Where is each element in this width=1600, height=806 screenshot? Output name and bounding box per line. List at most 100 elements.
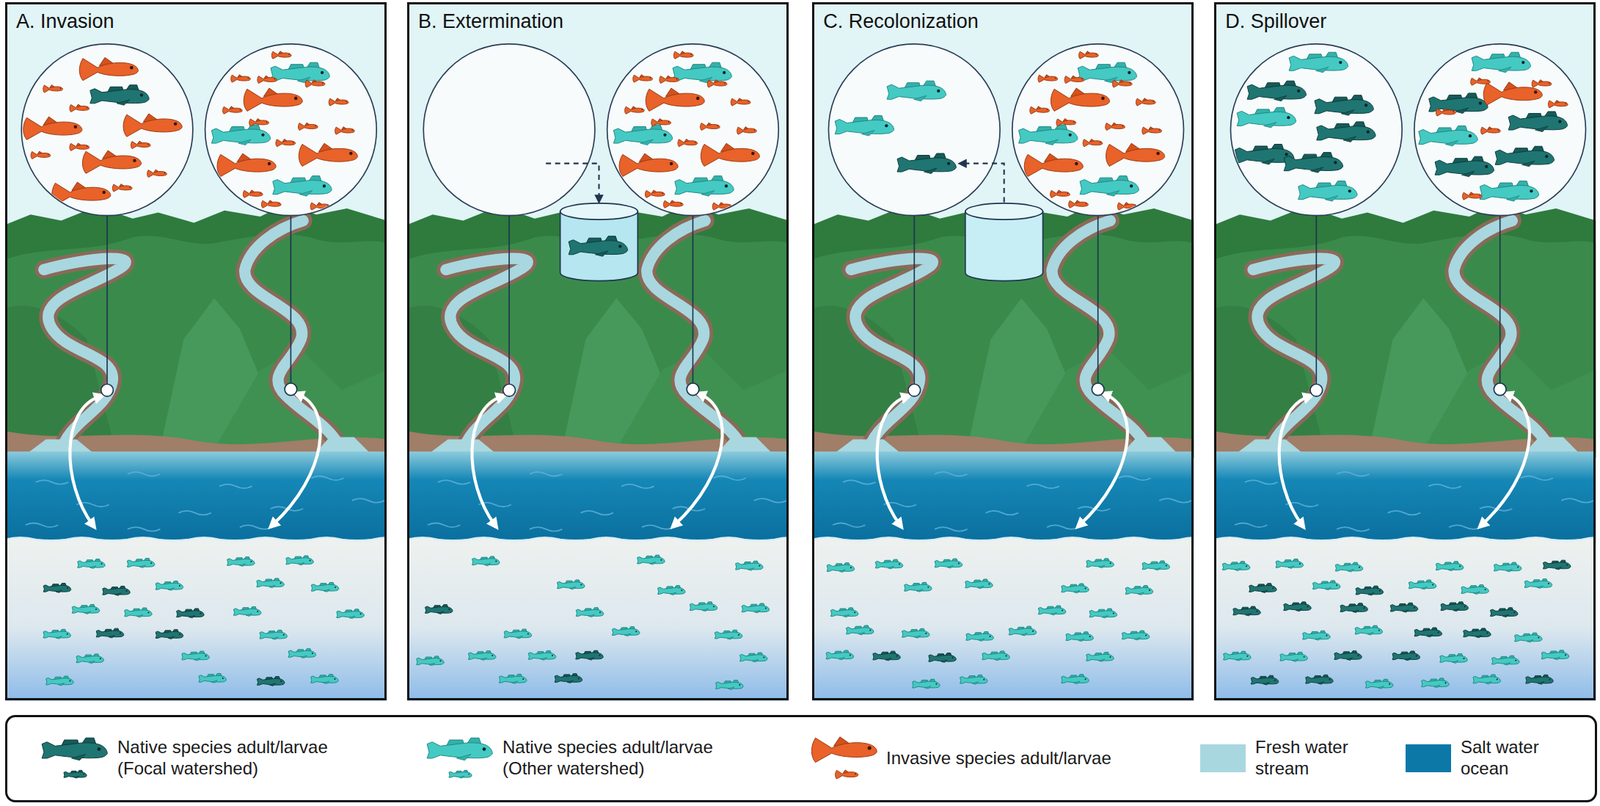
fish-eye <box>250 560 252 562</box>
migration-arrow <box>877 396 908 525</box>
fish-body <box>1077 66 1137 81</box>
fish <box>1541 649 1570 660</box>
fish-eye <box>1085 677 1087 680</box>
fish-eye <box>660 559 662 561</box>
fish-fin <box>1352 609 1359 613</box>
fish <box>498 673 527 683</box>
legend-box: Native species adult/larvae (Focal water… <box>5 714 1598 803</box>
fish <box>830 607 859 617</box>
fish-body <box>425 605 454 613</box>
fish <box>902 627 931 638</box>
fish-fin <box>1245 612 1252 616</box>
fish <box>335 126 356 135</box>
ocean <box>812 451 1194 546</box>
fish-fin <box>429 662 436 666</box>
fish-fin <box>1502 614 1509 617</box>
fish-eye <box>1379 589 1381 592</box>
shoreline <box>407 537 789 540</box>
fish <box>305 79 325 88</box>
fish-fin <box>1098 658 1105 662</box>
legend-label: Invasive species adult/larvae <box>886 747 1165 769</box>
fish-body <box>1018 128 1078 144</box>
fish <box>82 150 141 174</box>
fish-body <box>1125 586 1154 594</box>
fish <box>77 559 106 569</box>
ocean <box>407 451 789 546</box>
panel-art <box>1214 2 1596 701</box>
fish <box>1355 585 1384 595</box>
fish-eye <box>722 71 726 75</box>
fish <box>63 770 87 779</box>
fish <box>740 652 769 662</box>
fish-eye <box>869 629 871 631</box>
fish-fin <box>1347 569 1354 573</box>
fish-eye <box>1468 134 1472 138</box>
fish-body <box>1079 179 1139 195</box>
fish-eye <box>1513 611 1515 613</box>
fish-body <box>644 190 665 198</box>
fish <box>575 649 604 660</box>
fish <box>272 176 332 197</box>
fish-eye <box>599 611 601 613</box>
fish <box>1298 181 1358 202</box>
fish-body <box>673 51 694 59</box>
fish-fin <box>728 686 735 690</box>
fish-eye <box>259 192 262 195</box>
fish-body <box>707 79 728 88</box>
site-dot <box>686 382 700 396</box>
fish-fin <box>1521 160 1535 167</box>
fish-fin <box>702 608 708 612</box>
sample-circle <box>423 44 595 216</box>
fish-eye <box>1152 101 1154 103</box>
fish-body <box>1462 192 1483 200</box>
fish-eye <box>1112 612 1115 615</box>
fish-eye <box>468 773 470 775</box>
fish-eye <box>551 654 554 656</box>
fish-eye <box>1486 631 1488 634</box>
fish-eye <box>1544 154 1548 158</box>
fish-body <box>1495 149 1554 165</box>
fish-eye <box>68 680 71 682</box>
fish <box>644 190 665 198</box>
fish-fin <box>1445 140 1459 146</box>
shoreline <box>5 537 387 540</box>
fish-body <box>1365 680 1394 688</box>
fish <box>1305 674 1334 684</box>
fish <box>69 104 90 112</box>
fish-fin <box>1498 66 1512 73</box>
fish-fin <box>588 657 595 661</box>
fish-fin <box>569 586 576 590</box>
fish <box>897 153 956 174</box>
fish <box>176 608 205 618</box>
fish <box>90 85 149 106</box>
fish-body <box>211 128 270 144</box>
fish-body <box>677 139 698 147</box>
fish <box>714 629 743 639</box>
fish-fin <box>84 611 91 615</box>
fish-eye <box>713 605 715 607</box>
fish-body <box>1283 603 1312 610</box>
fish-eye <box>1085 203 1088 205</box>
fish <box>1106 143 1165 166</box>
fish-body <box>1461 586 1490 593</box>
fish-eye <box>1333 160 1337 164</box>
fish-body <box>242 190 263 198</box>
fish-body <box>1024 154 1083 177</box>
fish-eye <box>1089 635 1091 637</box>
fish-eye <box>527 633 529 635</box>
fish-eye <box>1521 60 1525 64</box>
fish <box>1334 650 1363 661</box>
fish <box>1365 678 1394 689</box>
fish-body <box>1471 55 1531 71</box>
fish-eye <box>738 633 740 636</box>
fish-body <box>256 677 285 685</box>
fish-eye <box>86 145 89 148</box>
fish-body <box>1421 679 1450 686</box>
sky <box>812 2 1194 472</box>
wave <box>127 471 161 477</box>
fish-eye <box>99 657 102 659</box>
fish-fin <box>1137 592 1144 595</box>
fish-eye <box>86 107 89 109</box>
fish <box>1223 650 1252 661</box>
fish-body <box>1233 607 1262 615</box>
